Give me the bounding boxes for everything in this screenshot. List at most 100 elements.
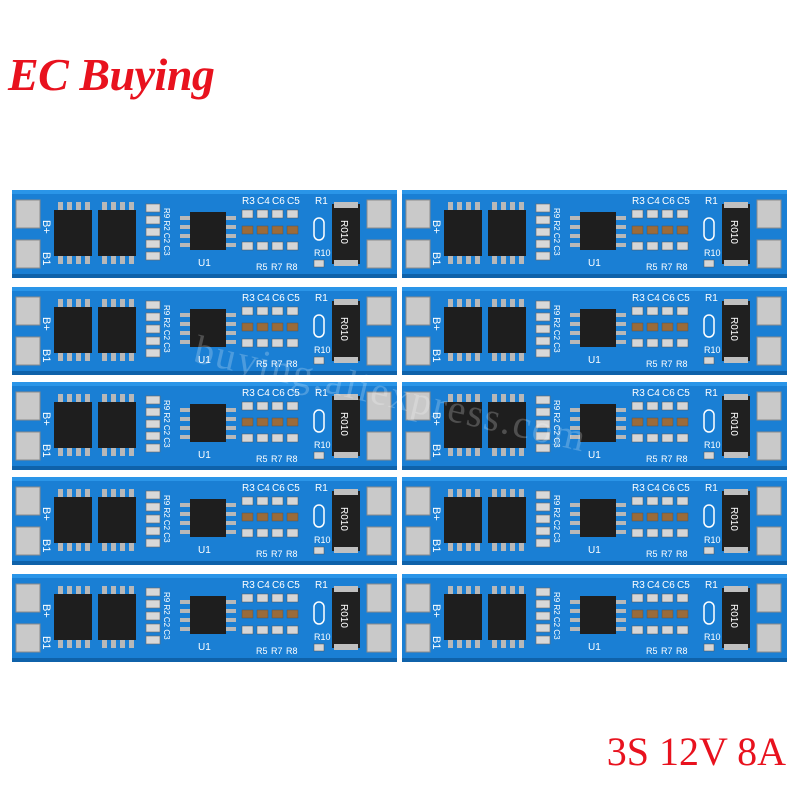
smd-part xyxy=(661,512,674,522)
smd-resistor xyxy=(535,203,551,213)
r10-label: R10 xyxy=(704,345,721,355)
smd-part xyxy=(631,306,644,316)
smd-resistor xyxy=(145,348,161,358)
mosfet-chip xyxy=(488,497,526,543)
mosfet-chip xyxy=(98,210,136,256)
smd-part xyxy=(241,625,254,635)
u1-label: U1 xyxy=(198,258,211,269)
smd-resistor xyxy=(535,215,551,225)
component-label: C4 xyxy=(257,483,270,494)
smd-part xyxy=(256,528,269,538)
component-label: C5 xyxy=(287,388,300,399)
component-label: C5 xyxy=(677,293,690,304)
smd-part xyxy=(286,225,299,235)
solder-pad xyxy=(15,486,41,516)
r010-label: R010 xyxy=(728,507,739,531)
component-label: R7 xyxy=(271,646,283,656)
smd-part xyxy=(271,322,284,332)
smd-resistor xyxy=(145,324,161,334)
smd-part xyxy=(631,209,644,219)
smd-part xyxy=(646,225,659,235)
smd-resistor xyxy=(535,431,551,441)
smd-part xyxy=(271,609,284,619)
component-label: C4 xyxy=(257,580,270,591)
solder-pad xyxy=(366,391,392,421)
smd-part xyxy=(646,401,659,411)
smd-part xyxy=(271,496,284,506)
component-label: C5 xyxy=(677,483,690,494)
smd-part xyxy=(241,338,254,348)
smd-part xyxy=(241,306,254,316)
smd-resistor xyxy=(145,431,161,441)
smd-resistor xyxy=(145,526,161,536)
solder-pad xyxy=(15,623,41,653)
component-label: C6 xyxy=(272,293,285,304)
solder-pad xyxy=(756,296,782,326)
r010-label: R010 xyxy=(338,220,349,244)
component-label: C4 xyxy=(647,388,660,399)
smd-part xyxy=(631,433,644,443)
smd-part xyxy=(286,241,299,251)
component-label: R3 xyxy=(632,580,645,591)
component-label: C5 xyxy=(287,483,300,494)
mosfet-chip xyxy=(54,402,92,448)
mosfet-chip xyxy=(488,307,526,353)
component-label: C6 xyxy=(662,483,675,494)
component-label: C5 xyxy=(677,388,690,399)
solder-pad xyxy=(366,296,392,326)
component-label: R7 xyxy=(271,454,283,464)
component-label: C6 xyxy=(272,388,285,399)
solder-pad xyxy=(756,526,782,556)
b1-label: B1 xyxy=(40,252,52,265)
u1-label: U1 xyxy=(588,258,601,269)
smd-part xyxy=(631,417,644,427)
smd-part xyxy=(661,593,674,603)
oval-pad xyxy=(703,601,715,625)
solder-pad xyxy=(15,239,41,269)
component-label: C5 xyxy=(287,293,300,304)
smd-part xyxy=(646,322,659,332)
r10-label: R10 xyxy=(314,535,331,545)
solder-pad xyxy=(366,623,392,653)
smd-part xyxy=(661,338,674,348)
solder-pad xyxy=(15,296,41,326)
smd-part xyxy=(271,512,284,522)
smd-part xyxy=(676,322,689,332)
component-label: R7 xyxy=(661,549,673,559)
smd-resistor xyxy=(145,538,161,548)
component-label: R7 xyxy=(271,549,283,559)
smd-part xyxy=(676,225,689,235)
resistor-column-label: R9 R2 C2 C3 xyxy=(552,208,561,256)
u1-label: U1 xyxy=(198,450,211,461)
smd-part xyxy=(271,306,284,316)
solder-pad xyxy=(756,583,782,613)
solder-pad xyxy=(405,336,431,366)
r1-label: R1 xyxy=(315,580,328,591)
solder-pad xyxy=(756,239,782,269)
smd-part xyxy=(676,512,689,522)
component-label: R3 xyxy=(632,388,645,399)
solder-pad xyxy=(366,583,392,613)
resistor-column-label: R9 R2 C2 C3 xyxy=(162,305,171,353)
smd-part xyxy=(631,512,644,522)
smd-part xyxy=(661,401,674,411)
smd-part xyxy=(661,433,674,443)
smd-part xyxy=(661,417,674,427)
r010-label: R010 xyxy=(728,604,739,628)
smd-resistor xyxy=(535,419,551,429)
smd-part xyxy=(646,512,659,522)
smd-part xyxy=(676,625,689,635)
component-label: R5 xyxy=(646,549,658,559)
component-label: R7 xyxy=(661,262,673,272)
mosfet-chip xyxy=(444,210,482,256)
r1-label: R1 xyxy=(315,483,328,494)
smd-part xyxy=(631,401,644,411)
ic-u1 xyxy=(190,404,226,442)
sense-resistor xyxy=(722,396,750,456)
smd-part xyxy=(676,306,689,316)
solder-pad xyxy=(15,199,41,229)
component-label: R5 xyxy=(256,549,268,559)
solder-pad xyxy=(405,199,431,229)
smd-resistor xyxy=(535,623,551,633)
r10-label: R10 xyxy=(314,248,331,258)
